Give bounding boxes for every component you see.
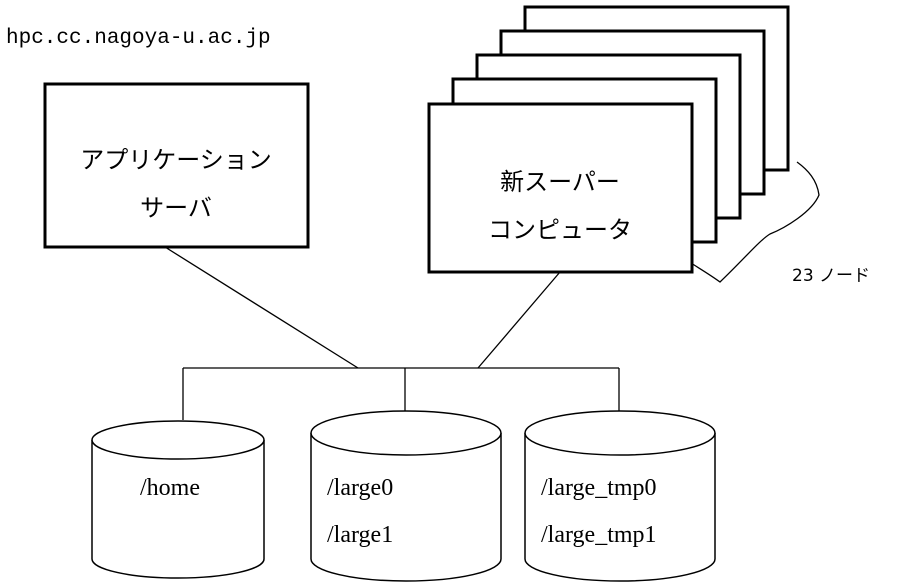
app-server-label-line1: アプリケーション <box>80 146 272 174</box>
node-count-brace <box>690 161 820 283</box>
storage-large: /large0 /large1 <box>310 410 502 582</box>
storage-large-label-1: /large0 <box>327 475 393 501</box>
storage-large-label-2: /large1 <box>327 522 393 548</box>
supercomputer-stack: 新スーパー コンピュータ <box>427 5 790 274</box>
app-server-link <box>164 246 359 369</box>
hostname-label: hpc.cc.nagoya-u.ac.jp <box>6 27 271 50</box>
network-lines <box>164 246 620 420</box>
storage-home-label: /home <box>140 475 200 501</box>
supercomputer-link <box>477 271 561 369</box>
node-count-label: 23 ノード <box>792 266 870 286</box>
app-server-label-line2: サーバ <box>140 194 212 222</box>
storage-large-tmp: /large_tmp0 /large_tmp1 <box>524 410 716 582</box>
supercomputer-label-line2: コンピュータ <box>488 216 632 244</box>
app-server-box <box>43 82 310 249</box>
supercomputer-label-line1: 新スーパー <box>500 168 620 196</box>
node-box-1 <box>427 102 694 274</box>
app-server-node: アプリケーション サーバ <box>43 82 310 249</box>
storage-large-tmp-label-2: /large_tmp1 <box>541 522 657 548</box>
storage-home: /home <box>91 420 265 579</box>
storage-large-tmp-label-1: /large_tmp0 <box>541 475 657 501</box>
